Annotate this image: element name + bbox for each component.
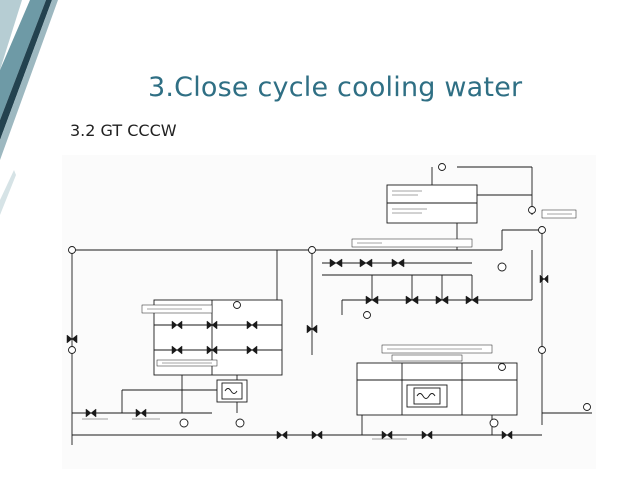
pid-drawing [66, 163, 592, 445]
dimension-ticks [82, 190, 572, 440]
slide-subtitle: 3.2 GT CCCW [70, 121, 177, 140]
main-piping [71, 166, 592, 445]
valve-icon [66, 258, 549, 440]
pump-icon [179, 418, 499, 428]
left-cooler-group [121, 299, 283, 413]
instrument-bubble-icon [68, 163, 591, 411]
manifold-group [322, 250, 533, 315]
heat-exchanger-icon [221, 382, 441, 405]
slide-title: 3.Close cycle cooling water [148, 72, 523, 103]
pid-diagram [62, 155, 596, 469]
